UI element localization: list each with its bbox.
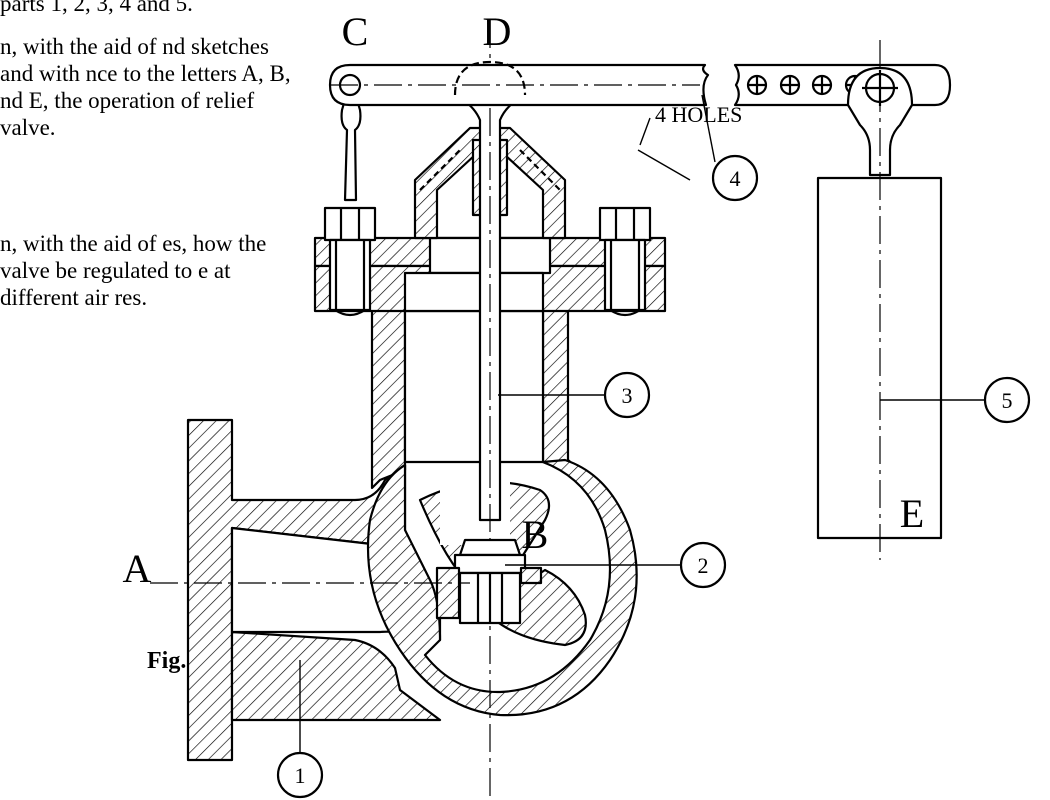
letter-e: E xyxy=(900,491,924,536)
letter-a: A xyxy=(123,546,152,591)
part-1-circle xyxy=(276,751,324,799)
valve-disc-part-2 xyxy=(435,538,543,625)
letter-b: B xyxy=(522,512,549,557)
part-2-circle xyxy=(679,541,727,589)
link-rod xyxy=(340,94,362,202)
left-bolt xyxy=(323,206,377,317)
part-2-number: 2 xyxy=(698,553,709,578)
question-text-top: parts 1, 2, 3, 4 and 5. xyxy=(0,0,193,16)
question-paragraph-2: n, with the aid of es, how the valve be … xyxy=(0,231,267,310)
holes-label: 4 HOLES xyxy=(655,102,742,127)
letter-c: C xyxy=(342,9,369,54)
part-1-number: 1 xyxy=(295,763,306,788)
question-paragraph-1: n, with the aid of nd sketches and with … xyxy=(0,34,291,140)
part-4-circle xyxy=(711,154,759,202)
part-3-circle xyxy=(603,371,651,419)
letter-d: D xyxy=(483,9,512,54)
weight-part-5 xyxy=(816,40,943,560)
part-4-number: 4 xyxy=(730,166,741,191)
part-5-circle xyxy=(983,376,1031,424)
part-5-number: 5 xyxy=(1002,388,1013,413)
part-3-number: 3 xyxy=(622,383,633,408)
right-bolt xyxy=(598,206,652,317)
